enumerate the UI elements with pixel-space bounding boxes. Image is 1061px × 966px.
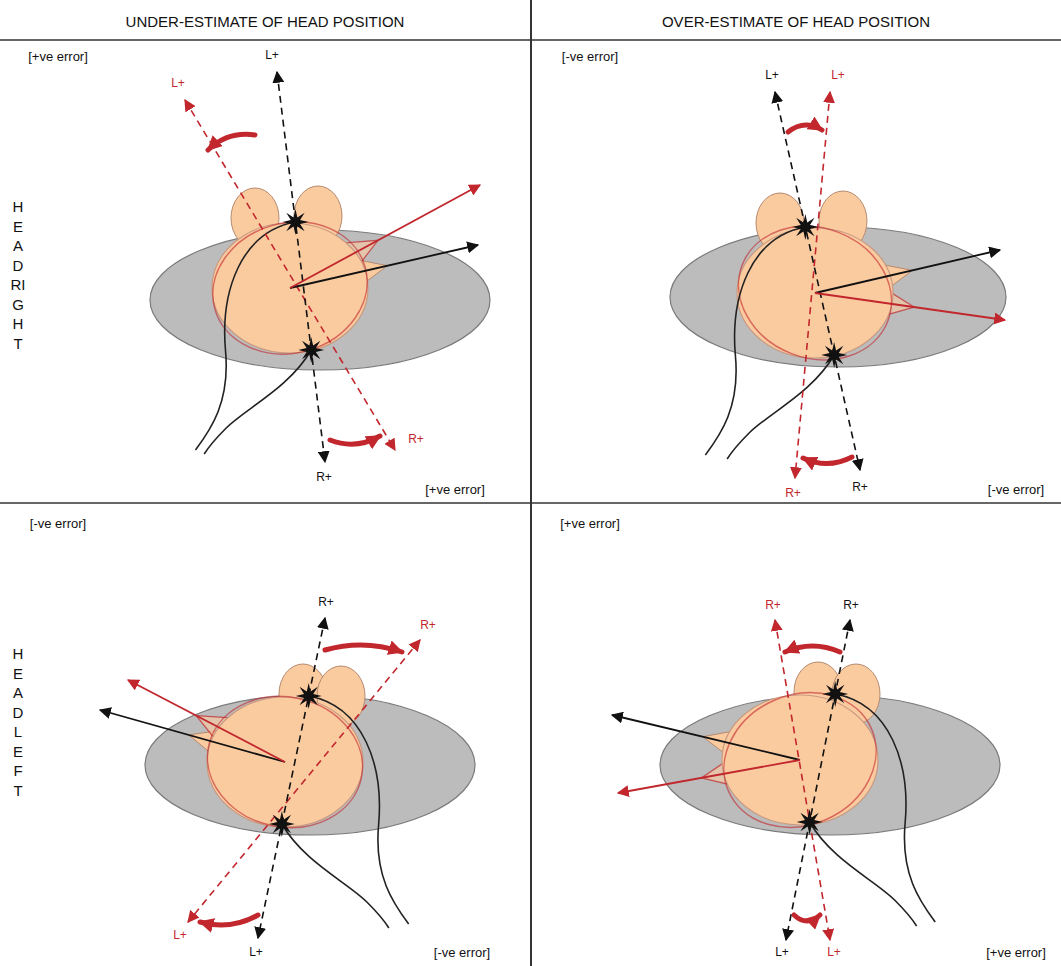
true-heading-arrow bbox=[290, 245, 478, 288]
cable-line bbox=[727, 355, 834, 459]
cable-line bbox=[835, 694, 935, 922]
axis-label: L+ bbox=[171, 77, 185, 91]
true-axis bbox=[786, 620, 850, 940]
row-label: HEAD RIGHT bbox=[11, 197, 26, 353]
axis-label: L+ bbox=[265, 49, 279, 63]
mouse-panel bbox=[612, 620, 1000, 940]
rotation-arrow bbox=[803, 457, 852, 464]
led-marker bbox=[822, 681, 848, 707]
led-marker bbox=[298, 337, 324, 363]
cable-line bbox=[195, 222, 295, 450]
rotation-arrow bbox=[325, 645, 402, 652]
axis-label: R+ bbox=[785, 487, 801, 501]
led-marker bbox=[792, 214, 818, 240]
error-sign: [+ve error] bbox=[986, 946, 1046, 961]
true-heading-arrow bbox=[100, 710, 285, 762]
axis-label: R+ bbox=[318, 596, 334, 610]
led-marker bbox=[296, 683, 322, 709]
mouse-panel bbox=[150, 72, 490, 462]
rotation-arrow bbox=[200, 915, 258, 925]
estimated-axis bbox=[775, 620, 830, 940]
axis-label: R+ bbox=[765, 599, 781, 613]
true-axis bbox=[775, 92, 860, 470]
led-marker bbox=[269, 811, 295, 837]
axis-label: L+ bbox=[173, 929, 187, 943]
rotation-arrow bbox=[785, 646, 840, 652]
axis-label: R+ bbox=[408, 433, 424, 447]
mouse-panel bbox=[100, 618, 475, 938]
mouse-panel bbox=[670, 92, 1006, 478]
axis-label: L+ bbox=[765, 69, 779, 83]
error-sign: [-ve error] bbox=[562, 50, 618, 65]
axis-label: R+ bbox=[843, 599, 859, 613]
rotation-arrow bbox=[794, 915, 820, 921]
axis-label: L+ bbox=[827, 946, 841, 960]
divider-line bbox=[530, 0, 532, 966]
estimated-heading-arrow bbox=[290, 185, 480, 288]
estimated-axis bbox=[185, 100, 395, 450]
panel-heading: OVER-ESTIMATE OF HEAD POSITION bbox=[662, 13, 930, 30]
body-ellipse bbox=[670, 227, 1006, 367]
rule-line bbox=[0, 39, 1061, 41]
true-heading-arrow bbox=[612, 715, 800, 760]
axis-label: L+ bbox=[249, 946, 263, 960]
estimated-heading-arrow bbox=[128, 680, 285, 762]
error-sign: [+ve error] bbox=[28, 50, 88, 65]
rotation-arrow bbox=[330, 436, 380, 444]
estimated-axis bbox=[795, 92, 830, 478]
estimated-heading-arrow bbox=[815, 293, 1005, 320]
rotation-arrow bbox=[208, 134, 255, 150]
cable-line bbox=[282, 824, 389, 928]
true-heading-arrow bbox=[815, 250, 1000, 293]
true-axis bbox=[277, 72, 325, 462]
led-marker bbox=[282, 209, 308, 235]
axis-label: R+ bbox=[316, 471, 332, 485]
estimated-heading-arrow bbox=[618, 760, 800, 793]
led-marker bbox=[797, 809, 823, 835]
panel-heading: UNDER-ESTIMATE OF HEAD POSITION bbox=[126, 13, 405, 30]
error-sign: [-ve error] bbox=[988, 483, 1044, 498]
true-axis bbox=[258, 618, 325, 938]
led-marker bbox=[821, 342, 847, 368]
error-sign: [+ve error] bbox=[425, 483, 485, 498]
error-sign: [-ve error] bbox=[30, 517, 86, 532]
cable-line bbox=[309, 696, 409, 924]
row-label: HEAD LEFT bbox=[11, 644, 26, 800]
rotation-arrow bbox=[788, 125, 822, 132]
body-ellipse bbox=[145, 695, 475, 835]
error-sign: [+ve error] bbox=[560, 517, 620, 532]
cable-line bbox=[204, 350, 311, 454]
axis-label: L+ bbox=[831, 69, 845, 83]
axis-label: R+ bbox=[420, 619, 436, 633]
estimated-axis bbox=[188, 640, 420, 922]
error-sign: [-ve error] bbox=[434, 946, 490, 961]
axis-label: L+ bbox=[775, 946, 789, 960]
axis-label: R+ bbox=[852, 481, 868, 495]
rule-line bbox=[0, 502, 1061, 504]
cable-line bbox=[705, 227, 805, 455]
